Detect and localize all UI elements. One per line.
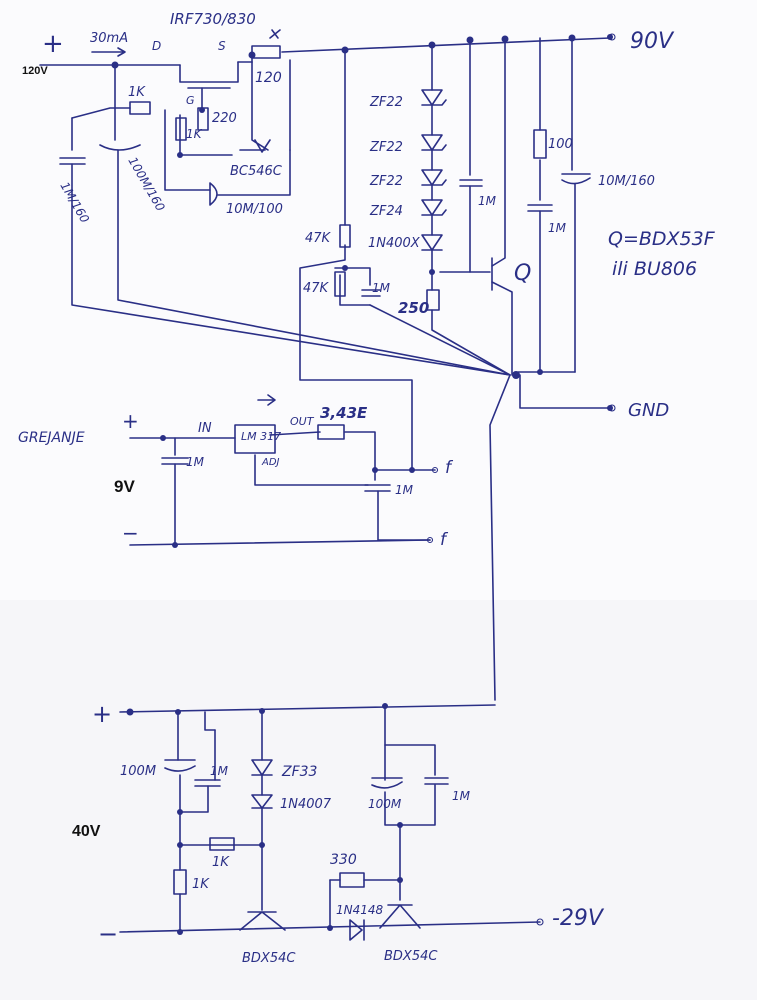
top-junction-dots — [111, 34, 613, 411]
label-current: 30mA — [90, 31, 128, 46]
label-v-in: 120V — [22, 65, 48, 77]
label-z3: ZF22 — [369, 174, 403, 189]
label-r1k-top: 1K — [128, 85, 146, 100]
label-c-1u-c: 1M — [548, 221, 567, 235]
label-c-1u-d: 1M — [210, 764, 229, 778]
lm317-components — [160, 424, 439, 548]
label-plus-top: + — [42, 29, 64, 59]
label-bdx54c-b: BDX54C — [384, 949, 438, 964]
label-neg29v: -29V — [552, 906, 605, 931]
label-q: Q — [514, 261, 531, 286]
label-q-type-1: Q=BDX53F — [608, 228, 716, 250]
label-c-100u-a: 100M — [120, 764, 156, 779]
paper-sheet-lower — [0, 600, 757, 1000]
resistor-1k-c — [173, 869, 187, 895]
label-r-sense: 120 — [255, 70, 282, 86]
zener-string — [421, 89, 447, 251]
label-q-type-2: ili BU806 — [612, 258, 697, 280]
resistor-250 — [426, 289, 440, 311]
label-c-1u-a: 1M — [372, 281, 391, 295]
resistor-343 — [317, 424, 345, 440]
sense-resistor — [251, 45, 281, 59]
label-grejanje: GREJANJE — [18, 430, 85, 446]
label-mosfet: IRF730/830 — [170, 10, 256, 28]
label-pin-g: G — [186, 94, 195, 107]
label-c-1u-b: 1M — [478, 194, 497, 208]
label-r1k-gate: 1K — [186, 127, 203, 141]
label-f1: f — [445, 458, 454, 478]
label-lm-adj: ADJ — [261, 457, 280, 468]
label-r-gate: 220 — [212, 111, 237, 126]
resistor-1k-gate — [175, 117, 187, 141]
label-c-100u-160: 100M/160 — [125, 155, 167, 214]
label-plus-9v: + — [122, 409, 139, 433]
label-z2: ZF22 — [369, 140, 403, 155]
label-minus-40v: − — [98, 920, 118, 948]
label-c-1u-e: 1M — [452, 789, 471, 803]
resistor-47k-a — [339, 224, 351, 248]
label-r100: 100 — [548, 137, 573, 152]
resistor-47k-b — [334, 271, 346, 297]
lower-junction-dots — [126, 703, 544, 935]
resistor-220 — [197, 107, 209, 131]
label-plus-40v: + — [92, 700, 112, 728]
resistor-100 — [533, 129, 547, 159]
label-pin-s: S — [218, 39, 226, 53]
label-1n400x: 1N400X — [368, 236, 421, 251]
label-1n4007: 1N4007 — [280, 797, 332, 812]
label-bc546: BC546C — [230, 164, 283, 179]
label-40v: 40V — [72, 823, 101, 840]
label-v-out: 90V — [630, 29, 675, 54]
label-9v: 9V — [114, 477, 135, 496]
label-lm-out: OUT — [290, 415, 315, 428]
resistor-1k-top — [129, 101, 151, 115]
label-c-10u-100: 10M/100 — [226, 202, 283, 217]
label-c-1u-160: 1M/160 — [57, 180, 92, 226]
label-z4: ZF24 — [369, 204, 403, 219]
label-r1k-c: 1K — [192, 877, 210, 892]
label-r330: 330 — [330, 852, 357, 868]
label-gnd: GND — [628, 400, 669, 421]
label-pin-d: D — [152, 39, 161, 53]
top-circuit-wires — [39, 37, 611, 701]
label-bdx54c-a: BDX54C — [242, 951, 296, 966]
label-r343: 3,43E — [320, 404, 368, 422]
label-r1k-b: 1K — [212, 855, 230, 870]
label-r250: 250 — [398, 299, 429, 317]
cap-10u-100 — [209, 182, 218, 206]
label-c-10u-160: 10M/160 — [598, 174, 655, 189]
label-c-1u-out: 1M — [395, 483, 414, 497]
resistor-330 — [339, 872, 365, 888]
label-minus-9v: − — [122, 521, 139, 545]
labels: + 120V 30mA IRF730/830 D S G 120 220 1K … — [18, 10, 716, 966]
lower-circuit-wires — [119, 704, 541, 941]
top-components — [91, 29, 616, 412]
label-zf33: ZF33 — [281, 764, 317, 780]
label-r47k-b: 47K — [303, 281, 330, 296]
label-r47k-a: 47K — [305, 231, 332, 246]
lm317-ic — [234, 424, 276, 454]
label-c-100u-b: 100M — [368, 797, 402, 811]
label-lm-name: LM 317 — [241, 430, 281, 443]
label-z1: ZF22 — [369, 95, 403, 110]
label-lm-in: IN — [198, 421, 212, 436]
bc546-transistor — [254, 139, 271, 153]
label-1n4148: 1N4148 — [336, 903, 384, 917]
label-f2: f — [440, 530, 449, 550]
lm317-section-wires — [129, 394, 436, 546]
label-c-1u-9v: 1M — [186, 455, 205, 469]
